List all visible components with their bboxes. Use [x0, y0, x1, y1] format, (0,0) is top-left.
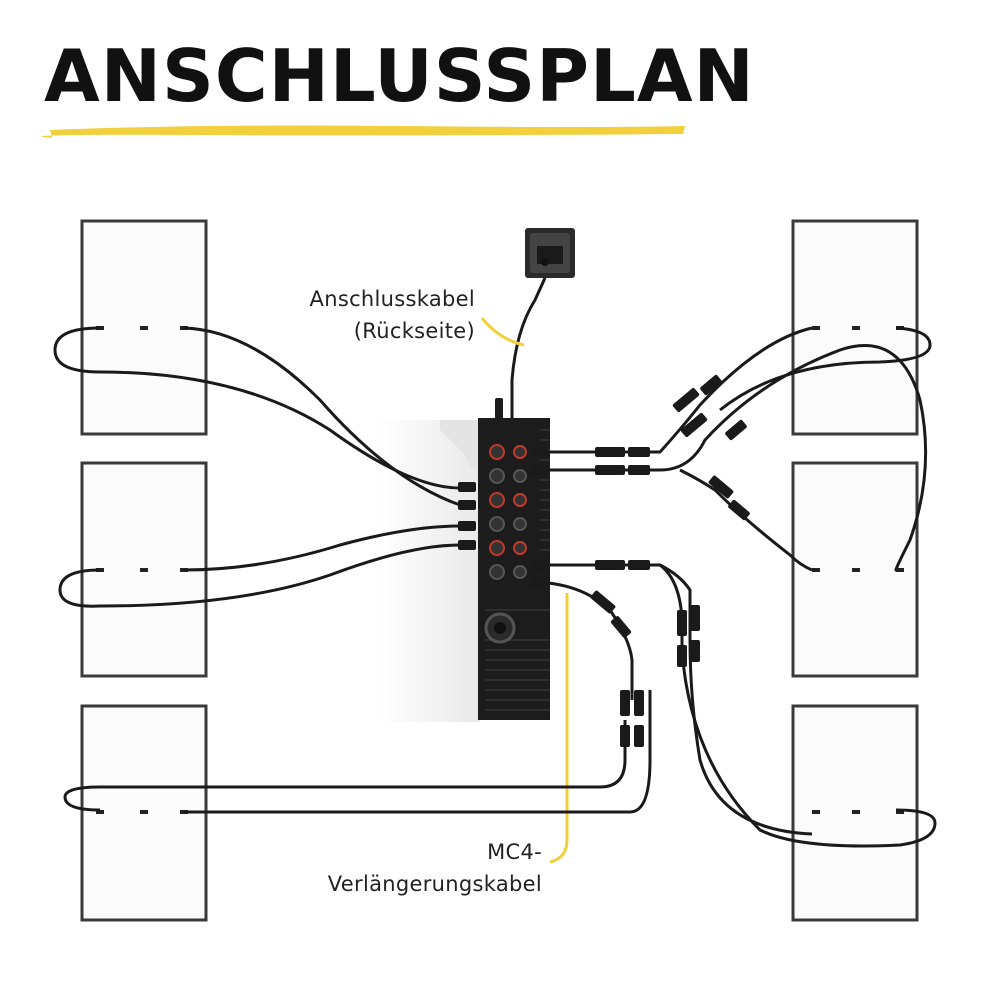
- page-title: ANSCHLUSSPLAN: [44, 34, 755, 118]
- right-panel-cables: [529, 326, 937, 848]
- mc4-label-line1: MC4-: [487, 840, 542, 864]
- mc4-connector-icon: [458, 482, 476, 550]
- anschlusskabel-pointer: [480, 317, 525, 347]
- anschlusskabel-cable: [510, 277, 547, 420]
- solar-panel-right-3: [791, 704, 919, 922]
- inverter-icon: [378, 398, 550, 722]
- anschlusskabel-label: Anschlusskabel (Rückseite): [250, 283, 475, 347]
- anschlusskabel-label-line1: Anschlusskabel: [309, 287, 475, 311]
- mc4-connector-right-group: [530, 374, 750, 747]
- title-underline: [41, 125, 685, 138]
- left-panel-cables: [53, 326, 652, 814]
- mc4-pointer: [549, 593, 569, 864]
- solar-panel-right-2: [791, 461, 919, 678]
- mc4-label-line2: Verlängerungskabel: [327, 872, 542, 896]
- mc4-label: MC4- Verlängerungskabel: [290, 836, 542, 900]
- anschlusskabel-label-line2: (Rückseite): [353, 319, 475, 343]
- power-socket-icon: [525, 228, 575, 278]
